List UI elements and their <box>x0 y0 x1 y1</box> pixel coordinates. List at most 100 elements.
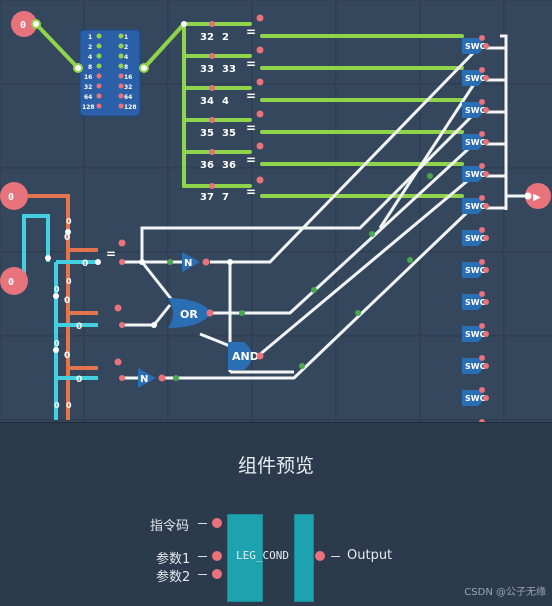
left-const-value: 0 <box>64 296 70 306</box>
compare-input-value: 33 <box>222 64 236 75</box>
swc-enable-pin <box>479 163 485 169</box>
equal-symbol: = <box>246 25 256 39</box>
input-dash-param1 <box>198 556 207 557</box>
compare-input-value: 4 <box>222 96 229 107</box>
svg-text:0: 0 <box>66 217 72 226</box>
swc-label: SWC <box>465 106 486 115</box>
comparator-row-6: 37 7 = <box>200 176 264 203</box>
output-pin-marker: ▶ <box>533 192 541 203</box>
splitter-bit-1: 1 <box>88 34 92 41</box>
swc-switch[interactable]: SWC <box>462 227 489 246</box>
splitter-bit-128: 128 <box>82 104 95 111</box>
swc-label: SWC <box>465 266 486 275</box>
splitter-out-128: 128 <box>124 104 137 111</box>
watermark: CSDN @公子无缘 <box>464 587 546 598</box>
splitter-out-32: 32 <box>124 84 132 91</box>
component-preview-panel: 组件预览 指令码 参数1 参数2 LEG_COND Output CSDN @公… <box>0 422 552 606</box>
swc-switch[interactable]: SWC <box>462 387 489 406</box>
circuit-canvas[interactable]: 0 0 0 1 2 4 8 16 32 64 128 1 2 4 8 16 32 <box>0 0 552 422</box>
swc-switch[interactable]: SWC <box>462 67 489 86</box>
input-label-opcode: 指令码 <box>150 519 190 534</box>
swc-switch[interactable]: SWC <box>462 195 489 214</box>
splitter-bit-64: 64 <box>84 94 92 101</box>
splitter-bit-2: 2 <box>88 44 92 51</box>
input-pin-1-value: 0 <box>20 20 26 31</box>
swc-switch[interactable]: SWC <box>462 35 489 54</box>
swc-label: SWC <box>465 74 486 83</box>
compare-input-value: 36 <box>222 160 236 171</box>
not-gate-1: N <box>182 252 210 272</box>
equal-symbol: = <box>246 153 256 167</box>
splitter-out-8: 8 <box>124 64 128 71</box>
swc-switch[interactable]: SWC <box>462 291 489 310</box>
swc-enable-pin <box>479 131 485 137</box>
swc-enable-pin <box>479 387 485 393</box>
input-pin-param1[interactable] <box>212 551 222 561</box>
input-pin-1: 0 <box>11 11 37 37</box>
swc-switch[interactable]: SWC <box>462 323 489 342</box>
swc-label: SWC <box>465 42 486 51</box>
swc-enable-pin <box>479 99 485 105</box>
component-block-left[interactable] <box>227 514 263 602</box>
swc-enable-pin <box>479 195 485 201</box>
splitter-bit-8: 8 <box>88 64 92 71</box>
left-compare-3: 0 0 <box>64 351 125 385</box>
swc-label: SWC <box>465 362 486 371</box>
output-pin: ▶ <box>524 183 551 209</box>
swc-switch[interactable]: SWC <box>462 99 489 118</box>
svg-text:0: 0 <box>54 285 60 294</box>
left-compare-2: 0 0 <box>64 296 125 332</box>
swc-switch[interactable]: SWC <box>462 163 489 182</box>
swc-label: SWC <box>465 234 486 243</box>
not-gate-2-label: N <box>140 374 148 385</box>
circuit-drawing: 0 0 0 1 2 4 8 16 32 64 128 1 2 4 8 16 32 <box>0 11 551 422</box>
swc-switch[interactable]: SWC <box>462 131 489 150</box>
input-dash-param2 <box>198 574 207 575</box>
svg-text:0: 0 <box>54 401 60 410</box>
splitter-bit-32: 32 <box>84 84 92 91</box>
mid-value: 0 <box>76 322 82 332</box>
and-gate-label: AND <box>232 350 259 363</box>
output-pin-preview[interactable] <box>315 551 325 561</box>
swc-output-pin <box>483 363 489 369</box>
swc-output-pin <box>483 331 489 337</box>
splitter-out-4: 4 <box>124 54 128 61</box>
swc-switch[interactable]: SWC <box>462 259 489 278</box>
swc-output-pin <box>483 43 489 49</box>
swc-label: SWC <box>465 298 486 307</box>
compare-input-value: 35 <box>222 128 236 139</box>
svg-text:0: 0 <box>66 277 72 286</box>
splitter-out-64: 64 <box>124 94 132 101</box>
const-value: 32 <box>200 32 214 43</box>
input-pin-2-value: 0 <box>8 192 14 203</box>
comparator-row-1: 32 2 = <box>200 14 264 43</box>
mid-value: 0 <box>76 375 82 385</box>
splitter-bit-4: 4 <box>88 54 92 61</box>
input-pin-opcode[interactable] <box>212 518 222 528</box>
output-label: Output <box>347 548 393 563</box>
component-block-right[interactable] <box>294 514 314 602</box>
splitter-bit-16: 16 <box>84 74 92 81</box>
or-gate-label: OR <box>180 308 198 321</box>
swc-output-pin <box>483 171 489 177</box>
swc-enable-pin <box>479 291 485 297</box>
swc-output-pin <box>483 139 489 145</box>
swc-enable-pin <box>479 259 485 265</box>
input-pin-param2[interactable] <box>212 569 222 579</box>
mid-value: 0 <box>82 259 88 269</box>
swc-output-pin <box>483 203 489 209</box>
input-pin-2: 0 <box>0 182 28 210</box>
swc-label: SWC <box>465 394 486 403</box>
not-gate-1-label: N <box>184 258 192 269</box>
swc-switch[interactable]: SWC <box>462 419 489 422</box>
not-gate-2: N <box>138 368 166 388</box>
component-name: LEG_COND <box>236 549 289 562</box>
input-pin-3-value: 0 <box>8 277 14 288</box>
left-compare-1: 0 0 = <box>64 233 126 269</box>
equal-symbol: = <box>246 185 256 199</box>
swc-switch[interactable]: SWC <box>462 355 489 374</box>
compare-input-value: 7 <box>222 192 229 203</box>
comparator-row-5: 36 36 = <box>200 142 264 171</box>
input-label-param2: 参数2 <box>156 570 191 585</box>
input-label-param1: 参数1 <box>156 552 191 567</box>
